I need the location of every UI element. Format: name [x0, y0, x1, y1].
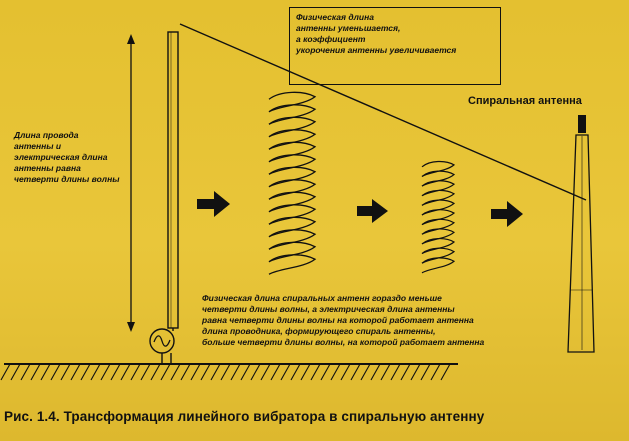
medium-coil-icon: [421, 160, 456, 274]
wire-length-label: Длина провода антенны и электрическая дл…: [14, 130, 120, 184]
arrow-right-icon-1: [197, 191, 230, 217]
helical-antenna-icon: [567, 115, 595, 353]
helical-explanation-text: Физическая длина спиральных антенн гораз…: [202, 293, 485, 347]
length-trend-line: [179, 23, 587, 201]
large-coil-icon: [268, 91, 317, 275]
figure-caption: Рис. 1.4. Трансформация линейного вибрат…: [4, 409, 485, 424]
linear-antenna-rod: [167, 31, 179, 329]
arrow-right-icon-3: [491, 201, 523, 227]
ground-hatch-icon: [0, 363, 458, 381]
length-dimension-arrow: [127, 34, 135, 332]
arrow-right-icon-2: [357, 199, 388, 223]
ac-source-icon: [149, 328, 175, 354]
callout-box: Физическая длина антенны уменьшается, а …: [289, 7, 501, 85]
helical-antenna-label: Спиральная антенна: [468, 95, 582, 107]
